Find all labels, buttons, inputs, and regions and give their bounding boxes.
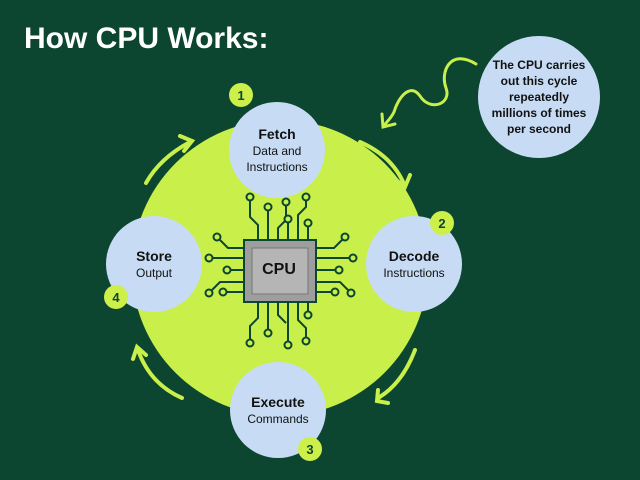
step-fetch: Fetch Data and Instructions: [229, 102, 325, 198]
page-title: How CPU Works:: [24, 22, 269, 55]
cpu-chip-label: CPU: [262, 261, 296, 278]
arrow-decode-to-execute-head: [374, 388, 390, 405]
step-decode-name: Decode: [388, 248, 440, 264]
step-fetch-name: Fetch: [258, 126, 296, 142]
note-pointer-arrow: [380, 57, 478, 129]
chip-trace-pads: [204, 192, 358, 350]
arrow-execute-to-store: [136, 348, 184, 400]
step-execute-number-badge: 3: [298, 437, 322, 461]
arrow-execute-to-store-head: [131, 343, 148, 361]
arrow-store-to-fetch-head: [178, 134, 196, 153]
step-decode-desc: Instructions: [383, 266, 445, 280]
chip-traces: [211, 200, 350, 342]
cycle-arrows: [131, 134, 417, 405]
step-fetch-number-badge: 1: [229, 83, 253, 107]
arrow-decode-to-execute: [376, 348, 417, 400]
step-decode-number-badge: 2: [430, 211, 454, 235]
step-execute-name: Execute: [251, 394, 305, 410]
arrow-fetch-to-decode: [358, 140, 406, 186]
cycle-note-text: The CPU carries out this cycle repeatedl…: [491, 58, 587, 136]
step-store-desc: Output: [135, 266, 173, 280]
arrow-fetch-to-decode-head: [394, 173, 412, 191]
cpu-chip-core: [251, 247, 309, 295]
arrow-store-to-fetch: [144, 140, 192, 185]
step-execute-desc: Commands: [247, 412, 309, 426]
step-store-name: Store: [136, 248, 172, 264]
step-store-number-badge: 4: [104, 285, 128, 309]
cycle-note: The CPU carries out this cycle repeatedl…: [478, 36, 600, 158]
step-fetch-desc: Data and Instructions: [246, 144, 308, 174]
